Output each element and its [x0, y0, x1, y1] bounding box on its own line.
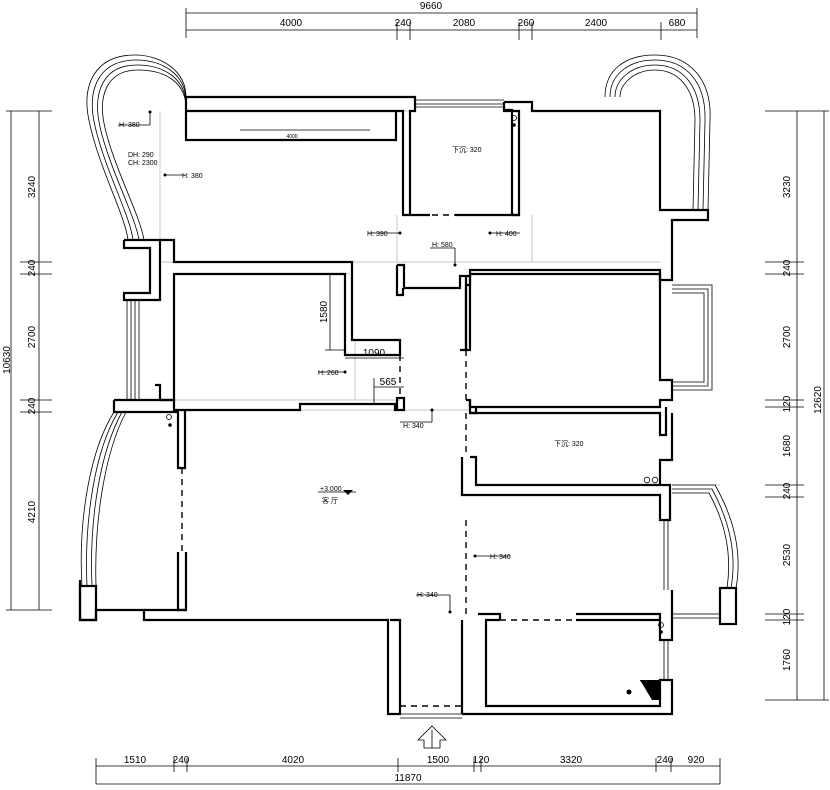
interior-dim-4000: 4000 [286, 134, 297, 140]
top-dim-1: 4000 [280, 18, 303, 29]
bottom-dim-8: 920 [688, 755, 705, 766]
right-dim-2: 240 [782, 259, 793, 276]
label-h260: H: 260 [318, 370, 339, 377]
top-total-dim: 9660 [420, 1, 443, 12]
bottom-dim-5: 120 [473, 755, 490, 766]
label-sink1: 下沉: 320 [452, 146, 482, 154]
left-dim-2: 240 [27, 259, 38, 276]
top-dim-4: 260 [518, 18, 535, 29]
left-dim-3: 2700 [27, 325, 38, 348]
right-dim-5: 1680 [782, 434, 793, 457]
right-dim-1: 3230 [782, 175, 793, 198]
label-h580: H: 580 [432, 242, 453, 249]
label-h340c: H: 340 [417, 592, 438, 599]
label-h380a: H: 380 [119, 122, 140, 129]
bottom-dimension-line [95, 758, 721, 785]
right-dim-8: 120 [782, 608, 793, 625]
interior-dim-1090: 1090 [363, 348, 386, 359]
right-dim-3: 2700 [782, 325, 793, 348]
left-dim-1: 3240 [27, 175, 38, 198]
label-h340b: H: 340 [490, 554, 511, 561]
label-level: +3.000 [320, 486, 342, 493]
label-h380b: H: 380 [182, 173, 203, 180]
bottom-dim-7: 240 [657, 755, 674, 766]
guide-lines [96, 110, 720, 615]
top-dim-3: 2080 [453, 18, 476, 29]
height-markers [118, 110, 520, 614]
interior-dim-565: 565 [380, 377, 397, 388]
top-dimension-line [185, 8, 698, 40]
right-dimension-line [765, 110, 829, 701]
label-h400: H: 400 [496, 231, 517, 238]
top-dim-5: 2400 [585, 18, 608, 29]
bottom-dim-6: 3320 [560, 755, 583, 766]
label-room: 客 厅 [322, 496, 338, 505]
bottom-dim-1: 1510 [124, 755, 147, 766]
top-dim-6: 680 [669, 18, 686, 29]
right-total-dim: 12620 [813, 386, 824, 414]
level-marker-icon [343, 490, 353, 495]
entrance-arrow-icon [417, 725, 447, 749]
top-dim-2: 240 [395, 18, 412, 29]
label-h340a: H: 340 [403, 423, 424, 430]
right-dim-7: 2530 [782, 543, 793, 566]
label-dh: DH: 290 [128, 152, 154, 159]
label-sink2: 下沉: 320 [554, 440, 584, 448]
interior-dim-1580: 1580 [319, 300, 330, 323]
right-dim-6: 240 [782, 482, 793, 499]
left-dim-4: 240 [27, 397, 38, 414]
bottom-dim-4: 1500 [427, 755, 450, 766]
left-dimension-line [6, 110, 52, 611]
left-total-dim: 10630 [2, 346, 13, 374]
interior-dim-lines [240, 129, 404, 404]
balconies [80, 54, 739, 719]
bottom-dim-2: 240 [173, 755, 190, 766]
right-dim-4: 120 [782, 395, 793, 412]
bottom-dim-3: 4020 [282, 755, 305, 766]
bottom-total-dim: 11870 [394, 773, 422, 784]
fixtures [166, 115, 664, 701]
right-dim-9: 1760 [782, 648, 793, 671]
left-dim-5: 4210 [27, 500, 38, 523]
label-h390: H: 390 [367, 231, 388, 238]
walls [78, 95, 738, 716]
label-ch: CH: 2300 [128, 160, 158, 167]
door-openings [181, 214, 576, 707]
